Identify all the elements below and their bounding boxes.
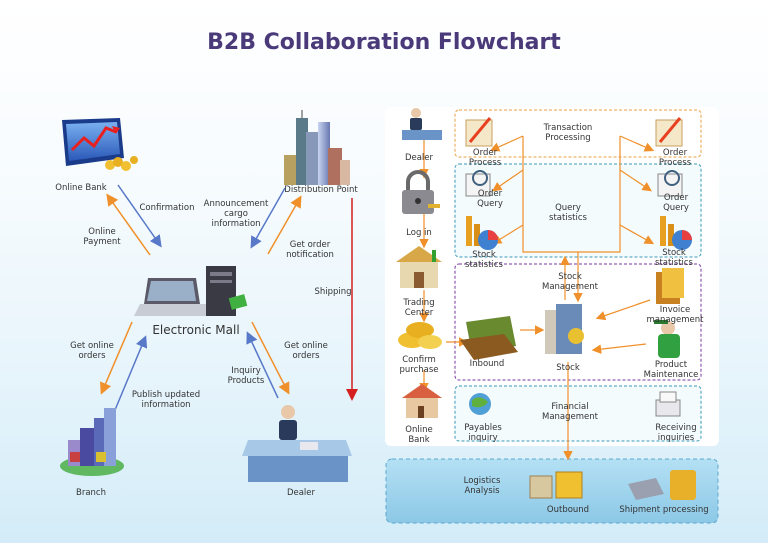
side-trading-center: Trading Center [403,298,435,318]
order-process-left-icon [465,117,493,147]
online-bank-icon [62,118,138,171]
arrow-announcement [250,187,286,249]
node-product-maintenance: Product Maintenance [643,360,699,380]
side-dealer: Dealer [404,153,434,163]
product-maintenance-icon [654,320,680,358]
edge-publish-updated: Publish updated information [131,390,201,410]
node-inbound: Inbound [469,359,505,369]
node-dealer: Dealer [286,488,316,498]
transaction-group-box [454,109,702,158]
node-order-query-right: Order Query [663,193,689,213]
node-payables: Payables inquiry [464,423,502,443]
arrow-confirmation [117,184,162,248]
payables-icon [469,393,491,415]
node-outbound: Outbound [546,505,590,515]
distribution-point-icon [284,110,350,185]
padlock-icon [402,170,440,214]
side-login: Log in [406,228,432,238]
node-shipment-processing: Shipment processing [619,505,709,515]
edge-confirmation: Confirmation [139,203,195,213]
edge-get-online-orders-left: Get online orders [70,341,114,361]
order-process-right-icon [655,117,683,147]
edge-shipping: Shipping [314,287,352,297]
online-bank-small-icon [402,384,442,418]
node-stock-stats-left: Stock statistics [465,250,503,270]
node-online-bank: Online Bank [55,183,107,193]
edge-get-online-orders-right: Get online orders [284,341,328,361]
arrow-inquiry-products [246,331,279,399]
right-arrows [419,135,655,461]
group-logistics: Logistics Analysis [463,476,501,496]
electronic-mall-icon [134,266,248,316]
node-order-process-left: Order Process [468,148,502,168]
coins-icon [398,322,442,349]
node-stock-stats-right: Stock statistics [655,248,693,268]
node-distribution-point: Distribution Point [284,185,358,195]
left-arrows [100,184,358,411]
side-online-bank: Online Bank [405,425,433,445]
arrow-get-online-orders-right [251,321,290,395]
query-group-box [454,163,702,258]
edge-get-order-notification: Get order notification [286,240,334,260]
group-financial: Financial Management [542,402,598,422]
financial-group-box [454,385,702,442]
edge-inquiry-products: Inquiry Products [227,366,265,386]
node-receiving: Receiving inquiries [655,423,697,443]
invoice-icon [656,268,684,304]
order-query-left-icon [465,170,491,197]
inbound-icon [460,316,518,360]
group-stock-management: Stock Management [542,272,598,292]
arrow-online-payment [106,193,151,256]
outbound-icon [529,471,583,499]
node-order-process-right: Order Process [658,148,692,168]
group-transaction: Transaction Processing [543,123,593,143]
trading-center-icon [396,246,442,288]
stock-icon [545,304,584,354]
branch-icon [60,408,124,476]
node-invoice: Invoice management [646,305,704,325]
arrow-publish-updated [114,335,148,411]
stock-stats-left-icon [466,216,498,250]
stock-stats-right-icon [660,216,692,250]
arrow-get-online-orders-left [100,321,133,395]
edge-announcement: Announcement cargo information [203,199,269,229]
node-branch: Branch [76,488,106,498]
node-electronic-mall: Electronic Mall [152,323,240,337]
node-order-query-left: Order Query [477,189,503,209]
edge-online-payment: Online Payment [83,227,121,247]
dealer-icon [242,405,352,482]
receiving-icon [655,391,681,417]
arrow-get-order-notification [267,195,302,255]
shipment-icon [628,470,696,500]
dealer-small-icon [402,108,442,140]
node-stock: Stock [556,363,580,373]
page-title: B2B Collaboration Flowchart [207,30,561,55]
order-query-right-icon [657,170,683,197]
side-confirm-purchase: Confirm purchase [399,355,439,375]
group-query: Query statistics [549,203,587,223]
